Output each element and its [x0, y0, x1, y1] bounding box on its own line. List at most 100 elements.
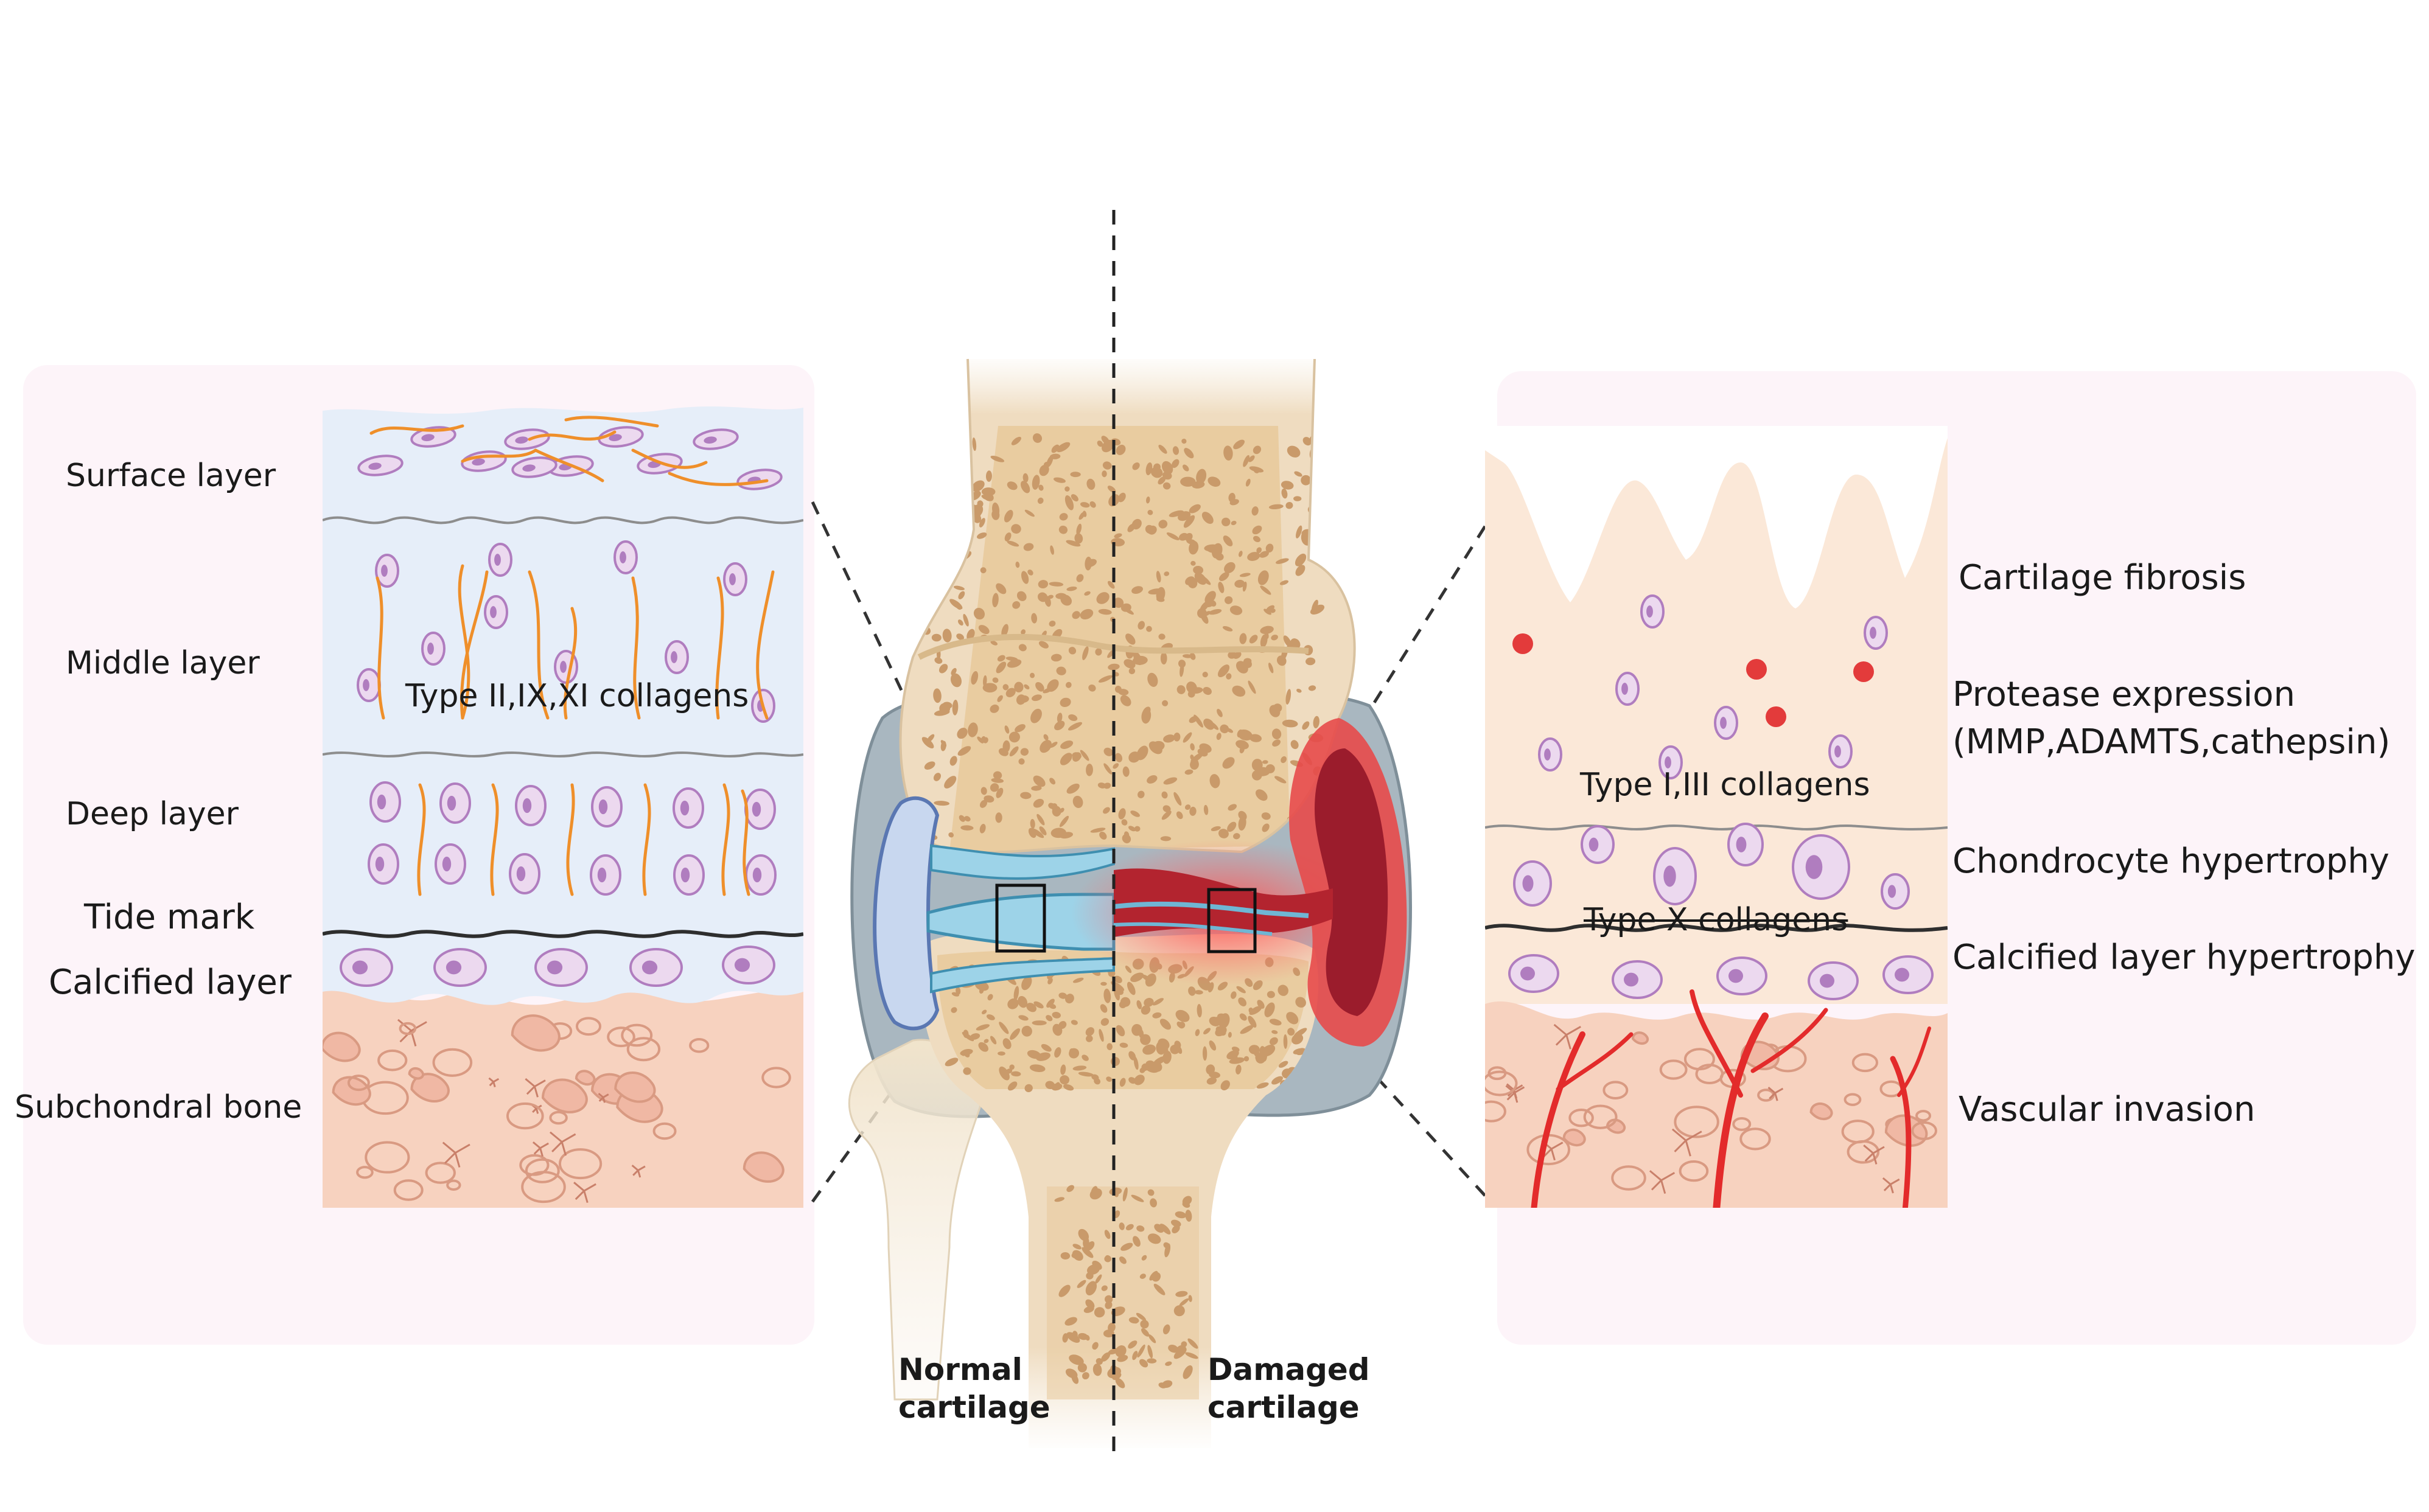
bone-speckle: [996, 787, 1004, 798]
bone-speckle: [1060, 1252, 1071, 1260]
bone-speckle: [1078, 1071, 1094, 1077]
chondrocyte-cell: [1882, 955, 1934, 994]
bone-speckle: [1248, 1045, 1260, 1054]
bone-speckle: [931, 633, 942, 642]
bone-speckle: [1147, 509, 1153, 515]
bone-speckle: [1265, 543, 1274, 553]
chondrocyte-cell: [515, 785, 547, 826]
bone-speckle: [1208, 609, 1222, 615]
bone-speckle: [1140, 1034, 1151, 1045]
bone-speckle: [1197, 1004, 1202, 1018]
bone-speckle: [921, 737, 934, 749]
bone-speckle: [1183, 654, 1193, 658]
bone-speckle: [1261, 1044, 1276, 1057]
bone-speckle: [938, 664, 948, 674]
bone-speckle: [1059, 815, 1069, 827]
bone-pore: [356, 1166, 374, 1179]
cell-nucleus: [597, 867, 607, 883]
chondrocyte-cell: [509, 853, 540, 894]
bone-speckle: [1193, 565, 1204, 574]
bone-speckle: [1086, 1035, 1093, 1042]
chondrocyte-cell: [1640, 594, 1665, 629]
bone-pore: [525, 1158, 560, 1183]
osteocyte: [488, 1077, 500, 1087]
normal-cartilage-column: [323, 406, 803, 1208]
chondrocyte-cell: [722, 946, 775, 984]
bone-speckle: [1162, 482, 1171, 490]
cell-nucleus: [752, 867, 762, 883]
bone-speckle: [1158, 445, 1167, 454]
bone-speckle: [1145, 1060, 1155, 1067]
osteocyte: [1553, 1023, 1581, 1050]
bone-pore: [1611, 1165, 1646, 1191]
cell-nucleus: [680, 800, 690, 816]
bone-speckle: [1004, 532, 1012, 542]
bone-speckle: [1276, 558, 1289, 564]
chondrocyte-cell: [613, 540, 638, 574]
collagen-fiber: [417, 783, 426, 896]
bone-speckle: [1033, 1001, 1044, 1009]
bone-trabecula: [743, 1151, 785, 1183]
bone-speckle: [999, 1022, 1009, 1034]
bone-speckle: [1007, 659, 1022, 668]
bone-speckle: [1106, 1076, 1112, 1082]
chondrocyte-cell: [435, 843, 466, 885]
bone-speckle: [929, 596, 941, 602]
bone-speckle: [1059, 513, 1068, 521]
bone-speckle: [1265, 631, 1269, 639]
bone-speckle: [1209, 1040, 1217, 1051]
bone-speckle: [981, 495, 990, 500]
bone-speckle: [1107, 486, 1116, 493]
chondrocyte-cell: [368, 843, 399, 885]
bone-speckle: [1103, 988, 1111, 1003]
bone-speckle: [1238, 816, 1246, 831]
bone-speckle: [1065, 681, 1072, 688]
bone-speckle: [1068, 647, 1077, 655]
chondrocyte-cell: [629, 948, 683, 987]
bone-speckle: [1116, 444, 1126, 455]
bone-speckle: [1313, 716, 1319, 729]
cell-nucleus: [1870, 627, 1876, 639]
bone-speckle: [1054, 1197, 1065, 1202]
cell-nucleus: [522, 798, 532, 813]
bone-speckle: [1099, 831, 1107, 840]
bone-speckle: [1194, 572, 1207, 585]
bone-speckle: [1248, 1007, 1254, 1014]
bone-speckle: [1021, 1025, 1032, 1037]
bone-speckle: [1224, 562, 1235, 574]
chondrocyte-cell: [357, 668, 381, 702]
bone-speckle: [1100, 981, 1107, 986]
bone-speckle: [1088, 684, 1096, 692]
bone-pore: [1659, 1059, 1688, 1080]
bone-speckle: [1285, 689, 1291, 705]
cell-nucleus: [427, 643, 434, 655]
collagen-fiber: [715, 576, 724, 720]
bone-speckle: [1118, 808, 1126, 820]
bone-speckle: [985, 470, 992, 482]
bone-speckle: [1136, 1225, 1145, 1232]
bone-speckle: [953, 484, 966, 490]
bone-speckle: [1282, 719, 1298, 728]
bone-speckle: [1130, 972, 1144, 983]
bone-speckle: [1147, 1233, 1161, 1244]
bone-speckle: [1082, 1054, 1089, 1061]
bone-speckle: [1115, 753, 1123, 762]
bone-speckle: [1231, 1047, 1240, 1052]
bone-trabecula: [408, 1067, 425, 1080]
bone-speckle: [1021, 976, 1032, 991]
label-middle-layer: Middle layer: [66, 645, 260, 681]
bone-pore: [446, 1179, 461, 1191]
bone-speckle: [1274, 776, 1287, 784]
bone-speckle: [1248, 680, 1256, 694]
bone-speckle: [992, 677, 999, 683]
bone-speckle: [950, 673, 962, 688]
knee-joint: [848, 210, 1412, 1460]
bone-speckle: [1203, 718, 1215, 730]
label-subchondral-bone: Subchondral bone: [15, 1089, 302, 1126]
bone-speckle: [939, 703, 951, 714]
bone-speckle: [1098, 675, 1113, 683]
bone-speckle: [1252, 525, 1262, 535]
bone-speckle: [1243, 455, 1250, 467]
bone-speckle: [1122, 1187, 1128, 1202]
bone-speckle: [933, 688, 942, 703]
